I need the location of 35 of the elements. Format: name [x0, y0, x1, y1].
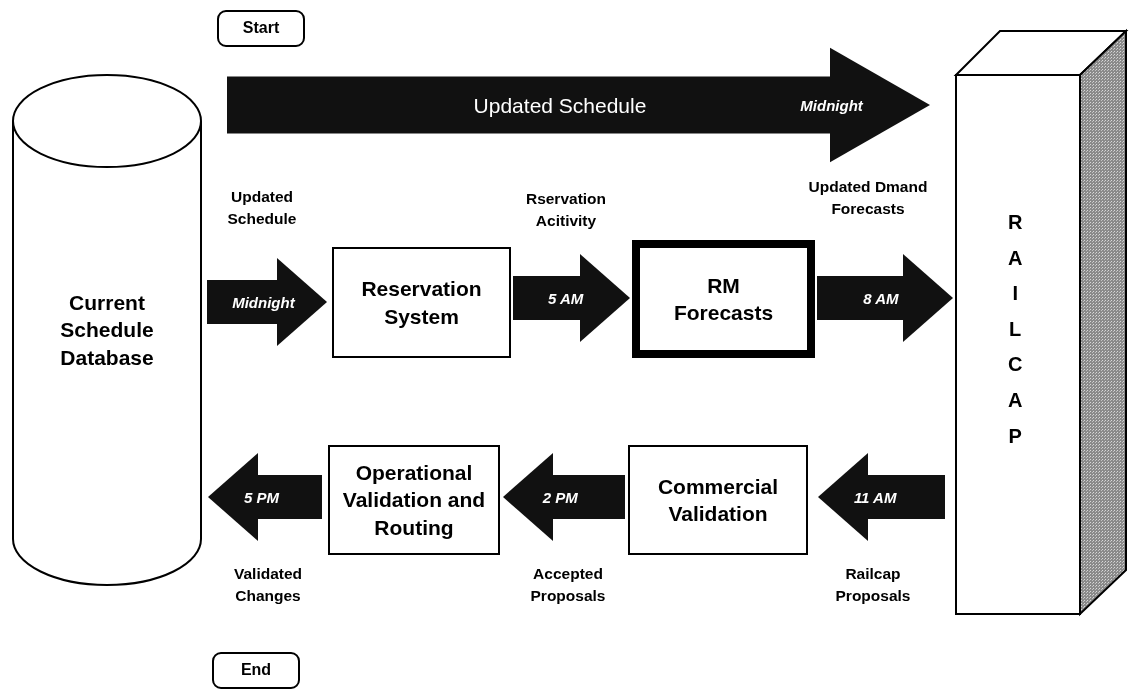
process-box [632, 240, 815, 358]
block-arrow [818, 453, 945, 541]
edge-label: 5 PM [244, 488, 280, 506]
box-label: RM Forecasts [672, 272, 775, 326]
process-box [332, 247, 511, 358]
flow-label: Updated Dmand Forecasts [808, 177, 928, 219]
block-arrow [503, 453, 625, 541]
edge-label: 5 AM [548, 289, 584, 307]
terminal-label: End [240, 660, 272, 681]
edge-label: 8 AM [863, 289, 899, 307]
block-arrow [207, 258, 327, 346]
block-arrow [513, 254, 630, 342]
block-arrow [208, 453, 322, 541]
flow-label: Accepted Proposals [529, 564, 607, 606]
box-label: Operational Validation and Routing [341, 460, 487, 541]
block-arrow [227, 47, 930, 163]
box-label: Reservation System [360, 276, 483, 330]
flow-label: Validated Changes [232, 564, 304, 606]
flow-label: Updated Schedule [226, 187, 298, 229]
terminal-box [212, 652, 300, 689]
arrow-title: Updated Schedule [472, 93, 648, 119]
flow-label: Rservation Acitivity [524, 189, 608, 231]
terminal-box [217, 10, 305, 47]
process-box [628, 445, 808, 555]
box-label: Commercial Validation [656, 473, 780, 527]
database-label: Current Schedule Database [59, 290, 155, 371]
edge-label: 11 AM [853, 488, 897, 506]
edge-label: 2 PM [542, 488, 578, 506]
terminal-label: Start [242, 18, 280, 39]
flow-label: Railcap Proposals [834, 564, 912, 606]
edge-label: Midnight [800, 96, 863, 114]
block-label: RAILCAP [1008, 210, 1023, 449]
process-box [328, 445, 500, 555]
edge-label: Midnight [232, 293, 295, 311]
block-arrow [817, 254, 953, 342]
